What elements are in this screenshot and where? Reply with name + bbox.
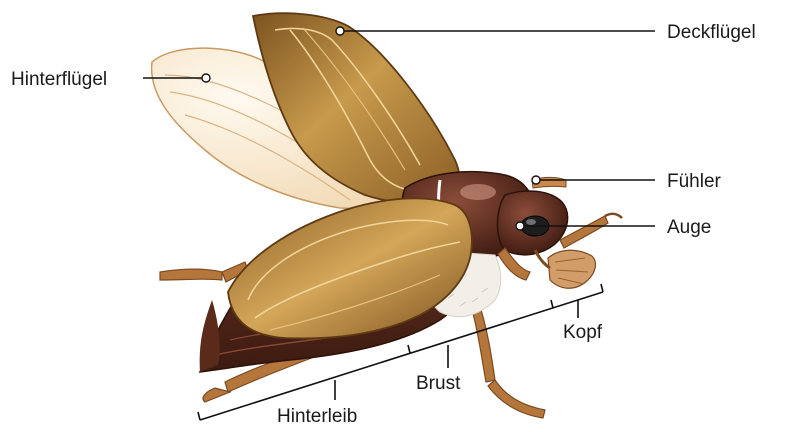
label-hinterleib: Hinterleib: [277, 406, 357, 427]
label-fuehler: Fühler: [667, 171, 722, 192]
label-kopf: Kopf: [563, 322, 603, 343]
label-deckfluegel: Deckflügel: [667, 22, 756, 43]
label-auge: Auge: [667, 217, 711, 238]
label-brust: Brust: [416, 373, 461, 394]
label-hinterfluegel: Hinterflügel: [11, 69, 107, 90]
